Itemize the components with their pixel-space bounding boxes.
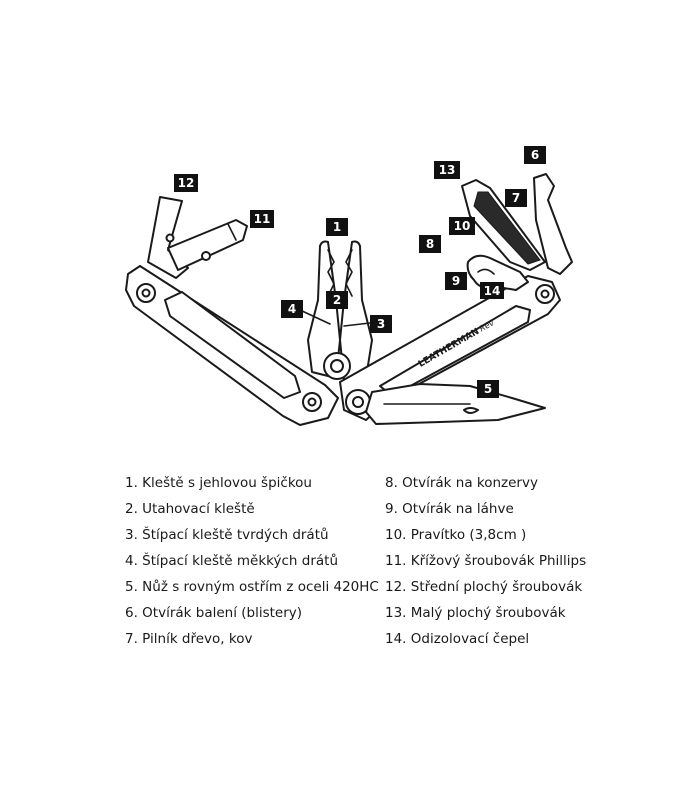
file-tool xyxy=(461,179,546,271)
medium-flat-screwdriver-tool xyxy=(147,196,189,279)
callout-1: 1 xyxy=(326,218,348,236)
svg-text:1: 1 xyxy=(333,220,341,234)
svg-text:12: 12 xyxy=(178,176,195,190)
legend-item: 8. Otvírák na konzervy xyxy=(385,475,538,491)
legend-item: 14. Odizolovací čepel xyxy=(385,631,530,647)
svg-text:5: 5 xyxy=(484,382,492,396)
svg-text:6: 6 xyxy=(531,148,539,162)
legend-left-column: 1. Kleště s jehlovou špičkou 2. Utahovac… xyxy=(125,470,385,652)
callout-10: 10 xyxy=(449,217,475,235)
multitool-diagram: LEATHERMAN Rev 1 2 3 4 xyxy=(125,146,573,426)
left-handle xyxy=(125,265,339,426)
callout-9: 9 xyxy=(445,272,467,290)
legend-item: 5. Nůž s rovným ostřím z oceli 420HC xyxy=(125,579,379,595)
tool-legend: 1. Kleště s jehlovou špičkou 2. Utahovac… xyxy=(125,470,605,652)
callout-11: 11 xyxy=(250,210,274,228)
callout-12: 12 xyxy=(174,174,198,192)
legend-item: 4. Štípací kleště měkkých drátů xyxy=(125,553,339,569)
legend-item: 6. Otvírák balení (blistery) xyxy=(125,605,303,621)
legend-item: 3. Štípací kleště tvrdých drátů xyxy=(125,527,329,543)
legend-item: 11. Křížový šroubovák Phillips xyxy=(385,553,587,569)
legend-item: 7. Pilník dřevo, kov xyxy=(125,631,253,647)
callout-5: 5 xyxy=(477,380,499,398)
callout-2: 2 xyxy=(326,291,348,309)
legend-item: 2. Utahovací kleště xyxy=(125,501,255,517)
package-opener-tool xyxy=(533,173,573,275)
svg-text:4: 4 xyxy=(288,302,296,316)
callout-8: 8 xyxy=(419,235,441,253)
svg-text:3: 3 xyxy=(377,317,385,331)
svg-text:7: 7 xyxy=(512,191,520,205)
leader-line-3 xyxy=(343,322,371,327)
legend-item: 1. Kleště s jehlovou špičkou xyxy=(125,475,312,491)
legend-right-column: 8. Otvírák na konzervy 9. Otvírák na láh… xyxy=(385,470,605,652)
callout-3: 3 xyxy=(370,315,392,333)
legend-item: 13. Malý plochý šroubovák xyxy=(385,605,566,621)
knife-tool xyxy=(365,383,546,425)
svg-text:2: 2 xyxy=(333,293,341,307)
svg-text:9: 9 xyxy=(452,274,460,288)
callout-13: 13 xyxy=(434,161,460,179)
callout-4: 4 xyxy=(281,300,303,318)
callout-6: 6 xyxy=(524,146,546,164)
svg-text:10: 10 xyxy=(454,219,471,233)
phillips-screwdriver-tool xyxy=(167,219,248,271)
callout-14: 14 xyxy=(480,282,504,299)
svg-text:11: 11 xyxy=(254,212,271,226)
svg-text:8: 8 xyxy=(426,237,434,251)
legend-item: 12. Střední plochý šroubovák xyxy=(385,579,583,595)
leader-line-4 xyxy=(299,309,331,325)
callout-7: 7 xyxy=(505,189,527,207)
legend-item: 10. Pravítko (3,8cm ) xyxy=(385,527,527,543)
pliers-tool xyxy=(307,240,373,381)
svg-text:13: 13 xyxy=(439,163,456,177)
legend-item: 9. Otvírák na láhve xyxy=(385,501,514,517)
svg-text:14: 14 xyxy=(484,284,501,298)
